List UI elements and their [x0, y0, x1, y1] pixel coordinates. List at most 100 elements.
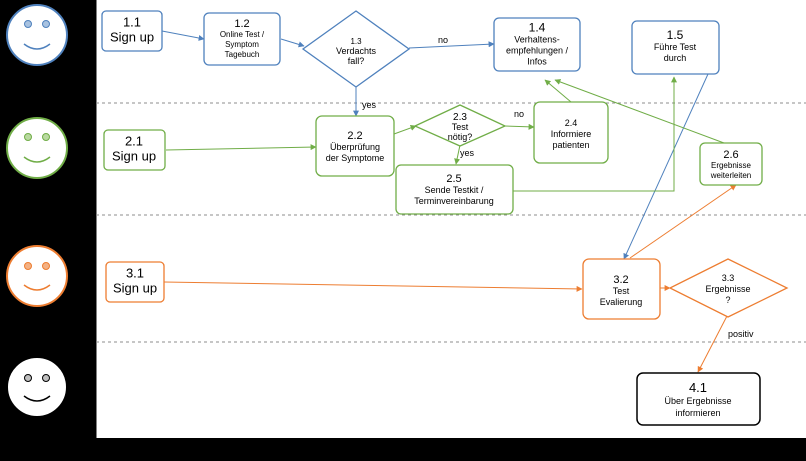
edge-2-5-to-1-5	[513, 76, 677, 192]
process-box-1-1[interactable]	[101, 10, 163, 52]
edge-label-yes-2: yes	[460, 148, 475, 158]
node-line: Informiere	[551, 129, 592, 139]
smiley-face-black-icon	[6, 356, 68, 418]
node-line: Terminvereinbarung	[414, 196, 494, 206]
edge-3-1-to-3-2	[163, 281, 583, 292]
node-line: Infos	[527, 57, 547, 67]
edge-label-no-1: no	[438, 35, 448, 45]
process-box-1-5[interactable]	[631, 20, 720, 75]
node-line: empfehlungen /	[506, 46, 569, 56]
decision-diamond-2-3[interactable]	[413, 104, 507, 147]
smiley-face-orange-icon	[6, 245, 68, 307]
node-line: 4.1	[689, 380, 707, 395]
node-line: Überprüfung	[330, 142, 380, 152]
process-box-2-4[interactable]	[533, 101, 609, 164]
smiley-face-blue-icon	[6, 4, 68, 66]
connectors	[161, 30, 737, 373]
edge-3-2-to-2-6	[629, 184, 737, 259]
node-line: 2.1	[125, 134, 143, 149]
decision-diamond-3-3[interactable]	[668, 258, 789, 318]
node-line: 2.6	[723, 149, 738, 161]
process-box-1-4[interactable]	[493, 17, 581, 72]
node-line: Führe Test	[654, 42, 697, 52]
node-line: patienten	[552, 140, 589, 150]
node-line: fall?	[348, 56, 365, 66]
edge-2-4-to-1-4	[544, 79, 572, 103]
node-line: Symptom	[225, 40, 259, 49]
process-box-3-1[interactable]	[105, 261, 165, 303]
node-line: 2.5	[446, 173, 461, 185]
node-line: 1.3	[350, 37, 362, 46]
process-box-2-5[interactable]	[395, 164, 514, 215]
edge-label-positiv: positiv	[728, 329, 754, 339]
node-line: 1.2	[234, 18, 249, 30]
process-box-2-6[interactable]	[699, 142, 763, 186]
node-line: 2.2	[347, 130, 362, 142]
edge-label-yes-1: yes	[362, 100, 377, 110]
node-line: Tagebuch	[225, 50, 260, 59]
process-box-2-2[interactable]	[315, 115, 395, 177]
node-line: Sign up	[112, 149, 156, 164]
process-box-2-1[interactable]	[103, 129, 166, 171]
edge-1-5-to-3-2	[623, 51, 719, 260]
edge-3-3-to-4-1	[697, 315, 728, 373]
edge-label-no-2: no	[514, 109, 524, 119]
decision-diamond-1-3[interactable]	[301, 10, 411, 88]
edge-2-6-to-1-4	[554, 79, 725, 144]
process-box-4-1[interactable]	[636, 372, 761, 426]
node-line: Sign up	[110, 30, 154, 45]
node-line: durch	[664, 53, 687, 63]
node-line: Verdachts	[336, 46, 377, 56]
edge-1-3-to-1-4	[408, 41, 495, 49]
node-line: weiterleiten	[710, 171, 751, 180]
node-line: 1.1	[123, 15, 141, 30]
node-line: 2.3	[453, 112, 467, 123]
smiley-face-green-icon	[6, 117, 68, 179]
edge-2-3-to-2-5	[454, 144, 461, 165]
node-line: ?	[725, 295, 730, 305]
process-box-3-2[interactable]	[582, 258, 661, 320]
node-line: Ergebnisse	[711, 161, 752, 170]
node-line: Ergebnisse	[705, 284, 750, 294]
edge-2-2-to-2-3	[393, 125, 417, 135]
node-line: 2.4	[565, 118, 578, 128]
node-line: Über Ergebnisse	[664, 396, 731, 406]
node-line: 1.5	[667, 28, 684, 42]
node-line: 3.1	[126, 266, 144, 281]
node-line: 3.2	[613, 274, 628, 286]
edge-1-2-to-1-3	[280, 38, 305, 48]
node-line: 1.4	[529, 21, 546, 35]
node-line: Test	[452, 122, 469, 132]
node-line: informieren	[675, 408, 720, 418]
node-line: Sende Testkit /	[425, 185, 484, 195]
process-box-1-2[interactable]	[203, 12, 281, 66]
node-line: Online Test /	[220, 30, 265, 39]
node-line: der Symptome	[326, 153, 385, 163]
edge-2-3-to-2-4	[503, 123, 535, 130]
edge-1-1-to-1-2	[161, 30, 205, 41]
edge-2-1-to-2-2	[165, 144, 317, 151]
node-line: Test	[613, 286, 630, 296]
node-line: nötig?	[448, 132, 473, 142]
node-line: Verhaltens-	[514, 35, 560, 45]
node-line: Sign up	[113, 281, 157, 296]
node-line: 3.3	[722, 273, 735, 283]
node-line: Evalierung	[600, 297, 643, 307]
